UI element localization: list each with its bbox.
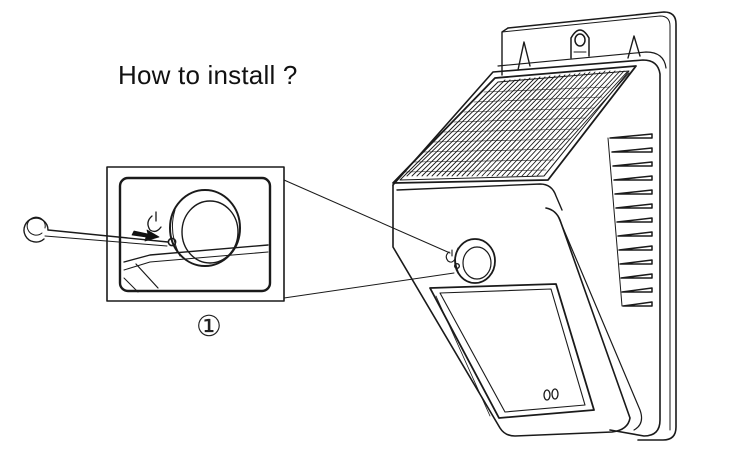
mounting-tab-right [627, 35, 641, 59]
screw-holes [543, 388, 559, 401]
zoom-detail-box [106, 166, 285, 302]
reset-pinhole [454, 263, 461, 270]
side-fins [607, 133, 653, 307]
zoomed-power-symbol-icon [147, 211, 162, 233]
mounting-backplate [501, 11, 677, 441]
lamp-housing [392, 51, 667, 437]
step-number: ① [196, 309, 222, 343]
reset-pin-tool [23, 216, 169, 247]
pointer-arrow-icon [131, 229, 160, 242]
install-title: How to install ? [118, 60, 298, 90]
led-window [429, 283, 595, 419]
solar-panel [392, 65, 637, 184]
callout-lines [283, 179, 455, 299]
hanging-hook [570, 29, 590, 59]
motion-sensor [454, 238, 496, 284]
zoomed-sensor [169, 189, 241, 267]
power-symbol-icon [445, 249, 456, 263]
mounting-tab-left [517, 41, 531, 71]
